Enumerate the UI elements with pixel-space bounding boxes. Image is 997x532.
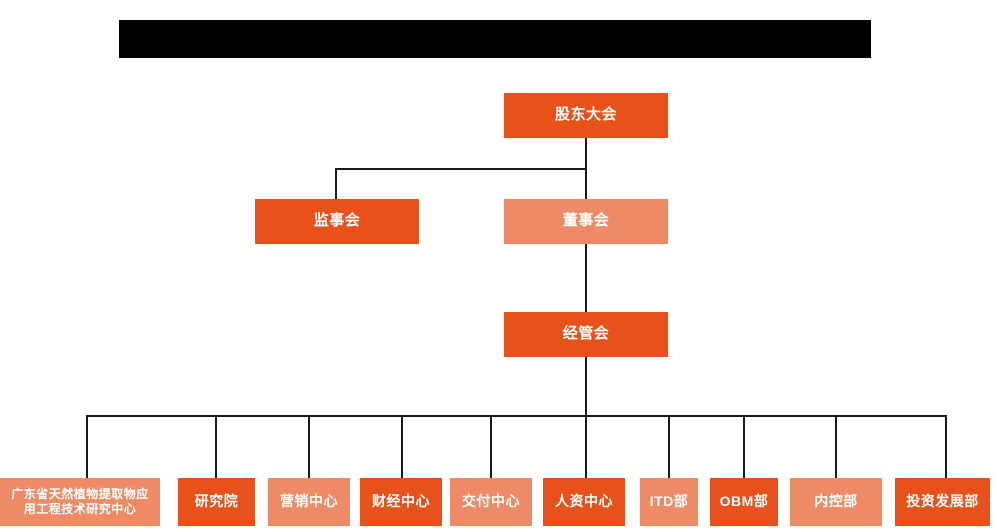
connector-drop-internal-control-dept	[835, 415, 837, 478]
node-institute[interactable]: 研究院	[178, 478, 255, 526]
connector-drop-marketing-center	[308, 415, 310, 478]
node-label-marketing-center: 营销中心	[280, 493, 338, 510]
title-banner	[119, 20, 871, 58]
connector-directors-down	[585, 168, 587, 199]
node-label-itd-dept: ITD部	[649, 493, 689, 510]
node-label-obm-dept: OBM部	[719, 493, 769, 510]
node-obm-dept[interactable]: OBM部	[710, 478, 778, 526]
connector-drop-obm-dept	[743, 415, 745, 478]
connector-supervisors-down	[335, 168, 337, 199]
node-investment-dev-dept[interactable]: 投资发展部	[895, 478, 990, 526]
connector-drop-hr-center	[585, 415, 587, 478]
node-label-investment-dev-dept: 投资发展部	[906, 493, 979, 510]
node-directors[interactable]: 董事会	[504, 199, 668, 244]
node-label-delivery-center: 交付中心	[462, 493, 520, 510]
node-shareholders[interactable]: 股东大会	[504, 93, 668, 138]
node-management[interactable]: 经管会	[504, 312, 668, 357]
connector-departments-bus	[86, 415, 946, 417]
connector-drop-delivery-center	[490, 415, 492, 478]
connector-shareholders-down	[585, 138, 587, 169]
connector-directors-to-management	[585, 244, 587, 312]
connector-drop-investment-dev-dept	[945, 415, 947, 478]
node-label-internal-control-dept: 内控部	[814, 493, 858, 510]
connector-drop-itd-dept	[668, 415, 670, 478]
connector-drop-research-center	[86, 415, 88, 478]
connector-level2-bus	[335, 168, 587, 170]
connector-drop-institute	[215, 415, 217, 478]
node-label-institute: 研究院	[194, 493, 239, 510]
node-itd-dept[interactable]: ITD部	[640, 478, 698, 526]
node-delivery-center[interactable]: 交付中心	[450, 478, 532, 526]
node-label-directors: 董事会	[562, 212, 610, 230]
node-label-research-center: 广东省天然植物提取物应 用工程技术研究中心	[11, 487, 149, 516]
connector-management-down	[585, 357, 587, 416]
node-research-center[interactable]: 广东省天然植物提取物应 用工程技术研究中心	[0, 478, 160, 526]
node-supervisors[interactable]: 监事会	[255, 199, 419, 244]
node-label-finance-center: 财经中心	[372, 493, 430, 510]
node-label-hr-center: 人资中心	[555, 493, 613, 510]
connector-drop-finance-center	[401, 415, 403, 478]
node-marketing-center[interactable]: 营销中心	[268, 478, 350, 526]
node-label-supervisors: 监事会	[313, 212, 361, 230]
node-label-management: 经管会	[562, 325, 610, 343]
node-label-shareholders: 股东大会	[554, 106, 617, 124]
node-hr-center[interactable]: 人资中心	[543, 478, 625, 526]
node-internal-control-dept[interactable]: 内控部	[790, 478, 882, 526]
node-finance-center[interactable]: 财经中心	[360, 478, 442, 526]
